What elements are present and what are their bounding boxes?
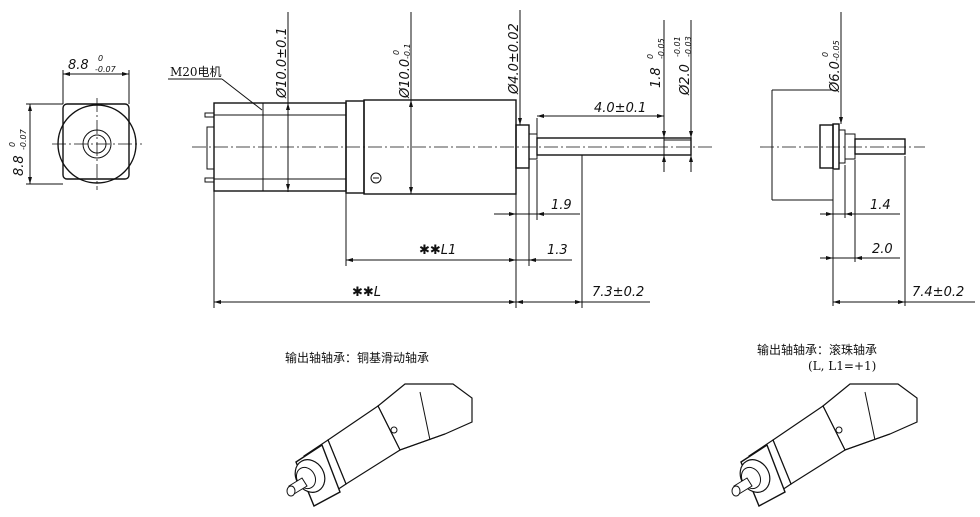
flat-length-label: 4.0±0.1 bbox=[594, 101, 646, 116]
right-view: Ø6.0 0 -0.05 1.4 2.0 7.4±0.2 bbox=[760, 12, 975, 306]
svg-text:0: 0 bbox=[821, 52, 830, 57]
dim-7-3-label: 7.3±0.2 bbox=[592, 285, 644, 300]
end-height-label: 8.8 bbox=[12, 155, 27, 176]
end-width-sup: 0 bbox=[98, 54, 103, 63]
dia3-label: Ø4.0±0.02 bbox=[507, 23, 522, 95]
motor-iso-right bbox=[731, 383, 918, 507]
dim-1-3-label: 1.3 bbox=[547, 243, 568, 258]
dim-1-9-label: 1.9 bbox=[551, 198, 572, 213]
dim-L1-label: ✱✱L1 bbox=[419, 243, 456, 258]
output-shaft bbox=[536, 137, 692, 156]
end-view-square bbox=[62, 103, 130, 180]
right-dia-label: Ø6.0 bbox=[828, 61, 843, 93]
dia2-label: Ø10.0 bbox=[398, 59, 413, 99]
svg-text:-0.01: -0.01 bbox=[673, 36, 682, 57]
end-height-sub: -0.07 bbox=[19, 128, 28, 150]
end-view: 8.8 0 -0.07 8.8 0 -0.07 bbox=[8, 54, 142, 190]
caption-right-line2: (L, L1=+1) bbox=[808, 359, 876, 373]
dia1-label: Ø10.0±0.1 bbox=[275, 27, 290, 99]
svg-text:0: 0 bbox=[646, 54, 655, 59]
end-width-sub: -0.07 bbox=[95, 65, 117, 74]
right-output-shaft bbox=[854, 138, 906, 155]
svg-text:-0.1: -0.1 bbox=[403, 43, 412, 59]
dim-L-label: ✱✱L bbox=[352, 285, 381, 300]
svg-text:-0.03: -0.03 bbox=[684, 36, 693, 57]
svg-text:-0.05: -0.05 bbox=[832, 40, 841, 61]
end-width-label: 8.8 bbox=[68, 58, 89, 73]
right-7-4-label: 7.4±0.2 bbox=[912, 285, 964, 300]
motor-iso-left bbox=[286, 383, 473, 507]
motor-label: M20电机 bbox=[170, 65, 222, 79]
dia4-label: 1.8 bbox=[649, 67, 664, 88]
end-height-sup: 0 bbox=[8, 142, 17, 147]
svg-text:-0.05: -0.05 bbox=[657, 38, 666, 59]
caption-right-line1: 输出轴轴承：滚珠轴承 bbox=[757, 342, 877, 357]
svg-text:0: 0 bbox=[392, 50, 401, 55]
dia5-label: Ø2.0 bbox=[678, 64, 693, 96]
screw-icon bbox=[370, 172, 382, 184]
right-1-4-label: 1.4 bbox=[870, 198, 891, 213]
right-2-0-label: 2.0 bbox=[872, 242, 893, 257]
caption-left: 输出轴轴承：铜基滑动轴承 bbox=[285, 350, 429, 365]
side-view: M20电机 Ø10.0±0.1 Ø10.0 bbox=[168, 10, 712, 308]
